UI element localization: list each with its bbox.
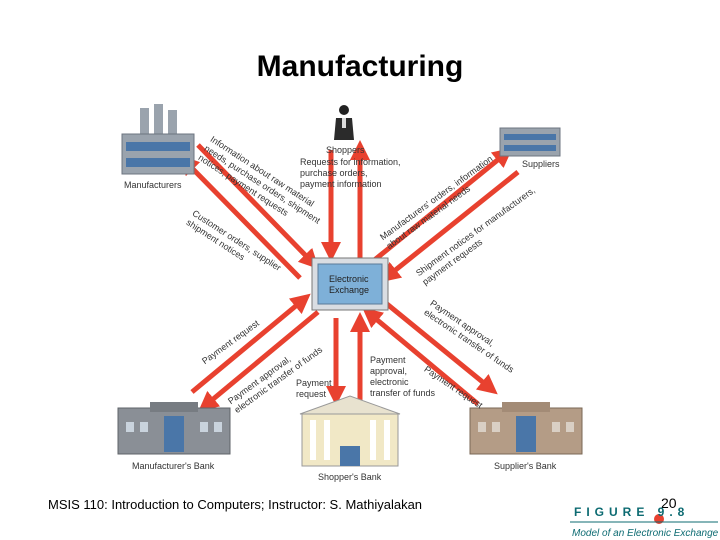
manufacturers-bank-icon	[117, 402, 231, 455]
arrow-suppliers-to-exchange	[380, 170, 520, 283]
sbank-req-line1: Payment	[296, 378, 332, 388]
manufacturers-bank-label: Manufacturer's Bank	[132, 461, 215, 471]
arrow-exchange-to-manufacturers	[178, 154, 302, 280]
slide-footer: MSIS 110: Introduction to Computers; Ins…	[48, 497, 423, 512]
arrow-mbank-to-exchange	[190, 293, 311, 394]
arrow-exchange-to-supbank	[380, 298, 498, 395]
page-number: 20	[661, 495, 677, 511]
shoppers-bank-icon	[299, 395, 401, 467]
shoppers-request-label: Requests for information, purchase order…	[300, 157, 401, 190]
suppliers-bank-label: Supplier's Bank	[494, 461, 557, 471]
slide-title: Manufacturing	[256, 50, 464, 83]
manufacturers-factory-icon	[121, 104, 195, 175]
suppliers-label: Suppliers	[522, 159, 560, 169]
sbank-appr-line1: Payment	[370, 355, 406, 365]
figure-caption: Model of an Electronic Exchange	[572, 528, 719, 539]
sbank-approval-label: Payment approval, electronic transfer of…	[370, 355, 435, 399]
suppliers-building-icon	[499, 127, 561, 157]
shoppers-request-line3: payment information	[300, 179, 382, 189]
arrow-exchange-to-suppliers	[370, 147, 513, 264]
sbank-req-line2: request	[296, 389, 327, 399]
arrow-exchange-to-mbank	[198, 310, 320, 412]
exchange-line2: Exchange	[329, 285, 370, 295]
sbank-appr-line2: approval,	[370, 366, 408, 376]
manufacturers-label: Manufacturers	[124, 180, 182, 190]
arrow-manufacturers-to-exchange	[196, 143, 319, 270]
exchange-line1: Electronic	[329, 274, 369, 284]
shoppers-bank-label: Shopper's Bank	[318, 472, 382, 482]
electronic-exchange-node	[311, 257, 389, 311]
suppliers-bank-icon	[469, 402, 583, 455]
shoppers-label: Shoppers	[326, 145, 365, 155]
arrow-supbank-to-exchange	[362, 307, 480, 406]
sbank-appr-line3: electronic	[370, 377, 409, 387]
electronic-exchange-label: Electronic Exchange	[315, 262, 383, 306]
shoppers-request-line2: purchase orders,	[300, 168, 368, 178]
shopper-person-icon	[334, 105, 354, 140]
figure-label: FIGURE 9.8	[574, 505, 690, 519]
shoppers-request-line1: Requests for information,	[300, 157, 401, 167]
sbank-request-label: Payment request	[296, 378, 332, 400]
sbank-appr-line4: transfer of funds	[370, 388, 436, 398]
